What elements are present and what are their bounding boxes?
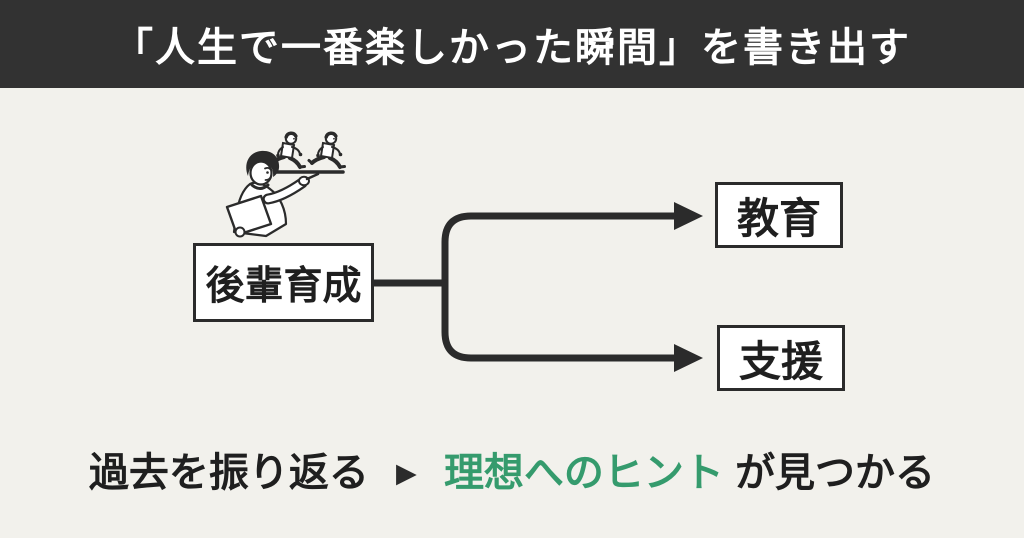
- node-branch-education: 教育: [715, 182, 843, 248]
- runner-icon: [267, 131, 306, 169]
- node-branch-label: 教育: [736, 194, 821, 242]
- node-root-label: 後輩育成: [205, 264, 362, 308]
- right-triangle-icon: ▶: [396, 458, 417, 488]
- conclusion-caption: 過去を振り返る ▶ 理想へのヒント が見つかる: [0, 440, 1024, 498]
- caption-prefix: 過去を振り返る: [88, 451, 369, 495]
- page-title: 「人生で一番楽しかった瞬間」を書き出す: [113, 26, 911, 70]
- node-branch-support: 支援: [717, 325, 845, 391]
- diagram-stage: 後輩育成 教育 支援 過去を振り返る ▶ 理想へのヒント が見つかる: [0, 88, 1024, 538]
- mentor-pointing-at-runners-illustration: [225, 131, 346, 238]
- arrowhead-top-icon: [674, 202, 703, 230]
- node-branch-label: 支援: [738, 337, 823, 385]
- connector-bottom-branch: [441, 279, 680, 362]
- node-root: 後輩育成: [193, 243, 374, 322]
- runner-icon: [307, 131, 346, 169]
- title-banner: 「人生で一番楽しかった瞬間」を書き出す: [0, 0, 1024, 88]
- mentor-figure: [225, 150, 320, 238]
- caption-suffix: が見つかる: [735, 451, 936, 495]
- connector-top-branch: [441, 212, 680, 287]
- arrowhead-bottom-icon: [674, 344, 703, 372]
- caption-highlight: 理想へのヒント: [443, 451, 724, 495]
